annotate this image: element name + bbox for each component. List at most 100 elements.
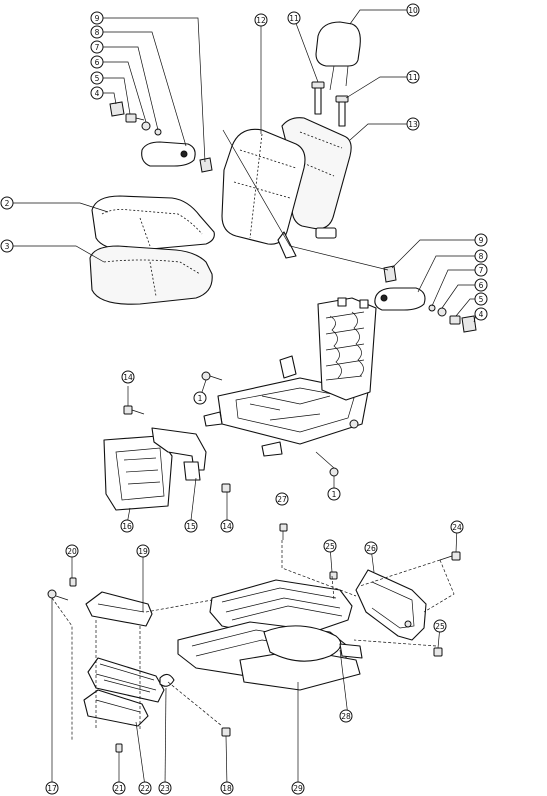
callout-number: 17 — [47, 784, 57, 793]
callout-number: 4 — [95, 89, 100, 98]
callout-number: 1 — [332, 490, 337, 499]
callout-8: 8 — [90, 25, 104, 39]
seat-rail-left — [83, 657, 165, 727]
callout-2: 2 — [0, 196, 14, 210]
callout-29: 29 — [291, 781, 305, 795]
callout-number: 28 — [341, 712, 351, 721]
callout-number: 12 — [256, 16, 266, 25]
callout-number: 11 — [289, 14, 299, 23]
callout-number: 5 — [95, 74, 100, 83]
callout-number: 27 — [277, 495, 287, 504]
seat-frame — [203, 297, 377, 457]
leader-lines — [13, 9, 487, 787]
callout-number: 5 — [479, 295, 484, 304]
callout-number: 10 — [408, 6, 418, 15]
armrest-right — [374, 265, 426, 311]
callout-18: 18 — [220, 781, 234, 795]
callout-7-2: 7 — [474, 263, 488, 277]
callout-8-2: 8 — [474, 249, 488, 263]
callout-4-2: 4 — [474, 307, 488, 321]
callout-number: 25 — [435, 622, 445, 631]
callout-25: 25 — [323, 539, 337, 553]
callout-number: 8 — [479, 252, 484, 261]
callout-5: 5 — [90, 71, 104, 85]
callout-3: 3 — [0, 239, 14, 253]
callout-number: 9 — [479, 236, 484, 245]
callout-6: 6 — [90, 55, 104, 69]
callout-number: 26 — [366, 544, 376, 553]
callout-28: 28 — [339, 709, 353, 723]
callout-11: 11 — [287, 11, 301, 25]
headrest-support-right — [335, 95, 349, 127]
callout-number: 11 — [408, 73, 418, 82]
callout-14-2: 14 — [220, 519, 234, 533]
headrest-support-left — [311, 81, 325, 115]
callout-17: 17 — [45, 781, 59, 795]
callout-number: 13 — [408, 120, 418, 129]
callout-23: 23 — [158, 781, 172, 795]
seat-cushion-pad — [89, 245, 213, 305]
callout-1: 1 — [193, 391, 207, 405]
seatback-cover — [221, 128, 306, 259]
callout-number: 14 — [222, 522, 232, 531]
callout-number: 15 — [186, 522, 196, 531]
callout-22: 22 — [138, 781, 152, 795]
callout-25-2: 25 — [433, 619, 447, 633]
lower-frame-fasteners — [47, 577, 231, 753]
callout-number: 4 — [479, 310, 484, 319]
callout-number: 21 — [114, 784, 124, 793]
callout-5-2: 5 — [474, 292, 488, 306]
callout-number: 7 — [95, 43, 100, 52]
callout-9-2: 9 — [474, 233, 488, 247]
callout-number: 7 — [479, 266, 484, 275]
callout-number: 25 — [325, 542, 335, 551]
callout-6-2: 6 — [474, 278, 488, 292]
seat-track-cover — [151, 427, 207, 481]
callout-7: 7 — [90, 40, 104, 54]
callout-11-2: 11 — [406, 70, 420, 84]
callout-4: 4 — [90, 86, 104, 100]
callout-number: 23 — [160, 784, 170, 793]
callout-number: 3 — [5, 242, 10, 251]
callout-21: 21 — [112, 781, 126, 795]
callout-number: 16 — [122, 522, 132, 531]
seat-cushion-cover — [91, 195, 215, 251]
callout-number: 20 — [67, 547, 77, 556]
callout-10: 10 — [406, 3, 420, 17]
callout-number: 22 — [140, 784, 150, 793]
callout-number: 29 — [293, 784, 303, 793]
callout-15: 15 — [184, 519, 198, 533]
callout-number: 6 — [95, 58, 100, 67]
callout-13: 13 — [406, 117, 420, 131]
callout-20: 20 — [65, 544, 79, 558]
callout-number: 1 — [198, 394, 203, 403]
callout-number: 6 — [479, 281, 484, 290]
assembly-guide-lines — [51, 540, 455, 740]
callout-26: 26 — [364, 541, 378, 555]
callout-1-2: 1 — [327, 487, 341, 501]
callout-number: 18 — [222, 784, 232, 793]
armrest-left — [141, 141, 196, 167]
callout-number: 24 — [452, 523, 462, 532]
callout-12: 12 — [254, 13, 268, 27]
callout-27: 27 — [275, 492, 289, 506]
callout-9: 9 — [90, 11, 104, 25]
headrest — [315, 21, 361, 91]
callout-24: 24 — [450, 520, 464, 534]
callout-19: 19 — [136, 544, 150, 558]
callout-number: 19 — [138, 547, 148, 556]
seat-adjuster-assembly — [177, 579, 363, 691]
callout-number: 9 — [95, 14, 100, 23]
callout-number: 14 — [123, 373, 133, 382]
callout-14: 14 — [121, 370, 135, 384]
armrest-left-fasteners — [109, 101, 213, 173]
shield-screws — [279, 523, 461, 657]
callout-16: 16 — [120, 519, 134, 533]
armrest-right-fasteners — [428, 304, 477, 333]
callout-number: 8 — [95, 28, 100, 37]
lower-cushion-frame — [85, 591, 153, 627]
seat-side-shield — [355, 569, 427, 641]
callout-number: 2 — [5, 199, 10, 208]
